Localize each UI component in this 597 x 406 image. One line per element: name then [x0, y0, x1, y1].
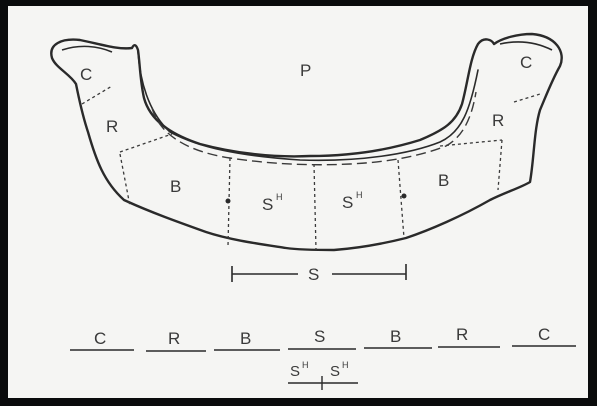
label-ramus-left: R	[106, 117, 118, 136]
notation-sub-right-sup: H	[342, 360, 349, 370]
notation-s: S	[314, 327, 325, 346]
marker-right	[402, 194, 407, 199]
notation-b-left: B	[240, 329, 251, 348]
notation-sub-left-sup: H	[302, 360, 309, 370]
notation-sub-left: S	[290, 363, 300, 380]
label-p: P	[300, 61, 311, 80]
marker-left	[226, 199, 231, 204]
label-condyle-left: C	[80, 65, 92, 84]
label-body-left: B	[170, 177, 181, 196]
notation-c-left: C	[94, 329, 106, 348]
notation-r-left: R	[168, 329, 180, 348]
label-symphysis-half-left-sup: H	[276, 192, 283, 202]
label-body-right: B	[438, 171, 449, 190]
notation-b-right: B	[390, 327, 401, 346]
notation-c-right: C	[538, 325, 550, 344]
label-symphysis-half-right: S	[342, 193, 353, 212]
label-symphysis-half-right-sup: H	[356, 190, 363, 200]
label-condyle-right: C	[520, 53, 532, 72]
label-symphysis-span: S	[308, 265, 319, 284]
label-symphysis-half-left: S	[262, 195, 273, 214]
notation-sub-right: S	[330, 363, 340, 380]
notation-r-right: R	[456, 325, 468, 344]
label-ramus-right: R	[492, 111, 504, 130]
